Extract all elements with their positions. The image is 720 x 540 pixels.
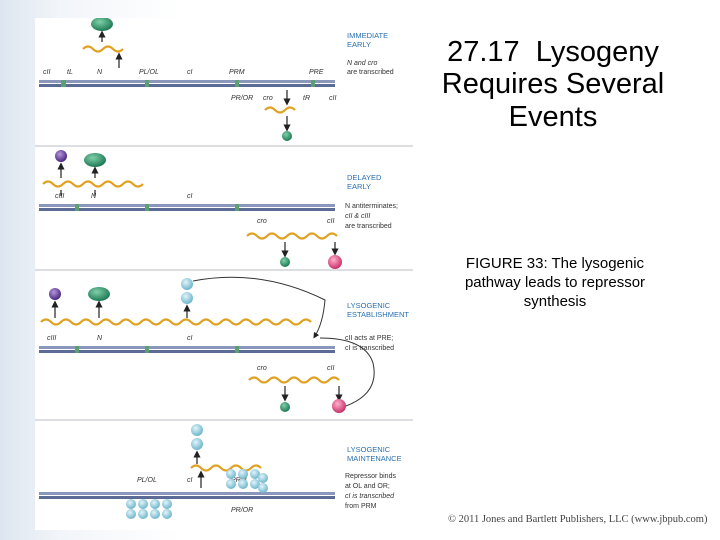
stage-note: N antiterminates; [345, 203, 398, 210]
title-line: Requires Several [441, 68, 665, 101]
gene-label: PR/OR [231, 507, 253, 514]
feedback-arrow [319, 337, 375, 407]
cii-protein [328, 255, 342, 269]
stage-note: cI is transcribed [345, 493, 395, 500]
dna-marker [75, 346, 79, 353]
gene-label: cro [257, 365, 267, 372]
gene-label: cro [263, 95, 273, 102]
gene-label: PL/OL [137, 477, 157, 484]
dna-marker [235, 346, 239, 353]
stage-note: Repressor binds [345, 473, 396, 480]
stage-label: LYSOGENIC [347, 445, 391, 454]
gene-label: N [91, 193, 97, 200]
panel-lysogenic-establishment: LYSOGENIC ESTABLISHMENT cII acts at PRE;… [39, 276, 409, 413]
cro-protein [280, 402, 290, 412]
repressor-cluster-or [226, 469, 268, 493]
gene-label: cI [187, 193, 193, 200]
stage-label: LYSOGENIC [347, 301, 391, 310]
stage-label: DELAYED [347, 173, 382, 182]
figure-caption: FIGURE 33: The lysogenic pathway leads t… [464, 255, 646, 311]
stage-note: cII acts at PRE; [345, 335, 393, 342]
title-line: Events [508, 100, 598, 133]
panel-immediate-early: IMMEDIATE EARLY N and cro are transcribe… [39, 18, 394, 141]
gene-label: PL/OL [139, 69, 159, 76]
dna-strand [39, 208, 335, 211]
dna-marker [75, 204, 79, 211]
repressor-protein [191, 438, 203, 450]
dna-strand [39, 84, 335, 87]
gene-label: PRE [309, 69, 324, 76]
gene-label: cI [187, 477, 193, 484]
gene-label: cro [257, 218, 267, 225]
stage-note: are transcribed [345, 223, 392, 230]
stage-note: cI is transcribed [345, 345, 394, 352]
stage-note: at OL and OR; [345, 483, 390, 490]
repressor-protein [181, 278, 193, 290]
gene-label: N [97, 69, 103, 76]
stage-label: IMMEDIATE [347, 31, 388, 40]
n-protein [88, 287, 110, 301]
gene-label: cI [187, 69, 193, 76]
dna-marker [145, 204, 149, 211]
slide-title: 27.17 Lysogeny Requires Several Events [420, 36, 686, 133]
cro-protein [280, 257, 290, 267]
gene-label: cII [327, 365, 334, 372]
stage-label: MAINTENANCE [347, 454, 402, 463]
ciii-protein [55, 150, 67, 162]
mrna [42, 180, 144, 188]
ciii-protein [49, 288, 61, 300]
repressor-protein [191, 424, 203, 436]
repressor-cluster-ol [126, 499, 172, 519]
dna-strand [39, 346, 335, 349]
gene-label: PRM [229, 69, 245, 76]
cro-protein [282, 131, 292, 141]
dna-strand [39, 496, 335, 499]
gene-label: cIII [55, 193, 64, 200]
gene-label: cII [329, 95, 336, 102]
repressor-protein [181, 292, 193, 304]
gene-label: cII [43, 69, 50, 76]
stage-note: are transcribed [347, 69, 394, 76]
lysogeny-figure: IMMEDIATE EARLY N and cro are transcribe… [35, 18, 413, 530]
gene-label: tL [67, 69, 73, 76]
n-protein [84, 153, 106, 167]
n-protein [91, 18, 113, 31]
feedback-arrow [192, 276, 326, 339]
stage-label: EARLY [347, 182, 371, 191]
gene-label: cIII [47, 335, 56, 342]
stage-label: ESTABLISHMENT [347, 310, 409, 319]
gene-label: cI [187, 335, 193, 342]
dna-marker [235, 80, 239, 87]
mrna [246, 232, 338, 240]
gene-label: PR/OR [231, 95, 253, 102]
mrna [264, 106, 296, 114]
cii-protein [332, 399, 346, 413]
dna-marker [235, 204, 239, 211]
stage-note: cII & cIII [345, 213, 370, 220]
dna-strand [39, 204, 335, 207]
stage-label: EARLY [347, 40, 371, 49]
dna-strand [39, 80, 335, 83]
gene-label: tR [303, 95, 310, 102]
gene-label: PRM [231, 477, 247, 484]
mrna [190, 464, 262, 472]
mrna [82, 45, 124, 53]
gene-label: N [97, 335, 103, 342]
dna-marker [311, 80, 315, 87]
dna-marker [145, 80, 149, 87]
mrna [40, 318, 312, 326]
mrna [248, 376, 340, 384]
dna-marker [61, 80, 66, 87]
dna-strand [39, 350, 335, 353]
panel-lysogenic-maintenance: LYSOGENIC MAINTENANCE Repressor binds at… [39, 424, 402, 519]
title-line: 27.17 Lysogeny [447, 36, 659, 68]
dna-strand [39, 492, 335, 495]
gene-label: cII [327, 218, 334, 225]
panel-delayed-early: DELAYED EARLY N antiterminates; cII & cI… [39, 150, 398, 269]
dna-marker [145, 346, 149, 353]
stage-note: from PRM [345, 503, 377, 510]
stage-note: N and cro [347, 60, 377, 67]
copyright-notice: © 2011 Jones and Bartlett Publishers, LL… [448, 514, 708, 525]
